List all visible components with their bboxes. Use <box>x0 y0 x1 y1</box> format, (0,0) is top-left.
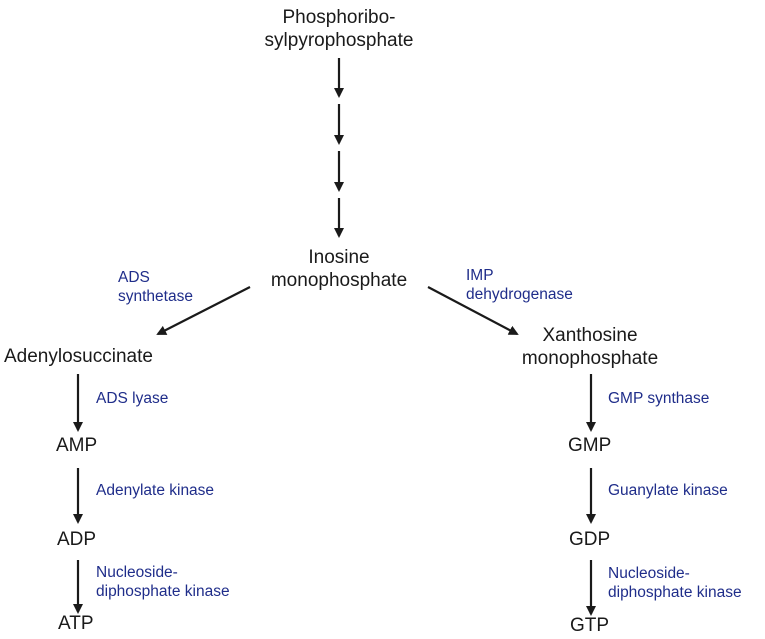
node-prpp-line-2: sylpyrophosphate <box>264 30 414 51</box>
enzyme-imp-dehydrogenase: IMP dehydrogenase <box>466 266 573 304</box>
enzyme-ndk-left-line-1: Nucleoside- <box>96 564 178 581</box>
enzyme-ndk-right-line-2: diphosphate kinase <box>608 584 742 601</box>
node-xmp-line-2: monophosphate <box>521 348 659 369</box>
node-amp: AMP <box>56 435 98 456</box>
imp-to-adenylosuccinate-arrow <box>156 286 251 335</box>
node-prpp-line-1: Phosphoribo- <box>282 7 396 28</box>
node-gtp: GTP <box>570 615 610 636</box>
enzyme-ads-synthetase-line-1: ADS <box>118 269 150 286</box>
node-prpp: Phosphoribo- sylpyrophosphate <box>249 6 429 52</box>
node-imp-line-1: Inosine <box>308 247 370 268</box>
enzyme-ads-lyase: ADS lyase <box>96 390 169 407</box>
node-xmp-line-1: Xanthosine <box>542 325 638 346</box>
enzyme-ads-synthetase-line-2: synthetase <box>118 288 193 305</box>
node-adp: ADP <box>57 529 97 550</box>
node-xmp: Xanthosine monophosphate <box>500 324 680 370</box>
enzyme-ndk-left-line-2: diphosphate kinase <box>96 583 230 600</box>
enzyme-imp-dehydrogenase-line-2: dehydrogenase <box>466 286 573 303</box>
enzyme-ads-synthetase: ADS synthetase <box>118 268 193 306</box>
node-adenylosuccinate: Adenylosuccinate <box>4 346 153 367</box>
node-atp: ATP <box>58 613 94 634</box>
imp-to-xmp-arrow <box>427 286 519 335</box>
enzyme-imp-dehydrogenase-line-1: IMP <box>466 267 494 284</box>
node-gmp: GMP <box>568 435 612 456</box>
enzyme-ndk-left: Nucleoside- diphosphate kinase <box>96 563 230 601</box>
enzyme-guanylate-kinase: Guanylate kinase <box>608 482 728 499</box>
enzyme-adenylate-kinase: Adenylate kinase <box>96 482 215 499</box>
enzyme-gmp-synthase: GMP synthase <box>608 390 710 407</box>
enzyme-ndk-right: Nucleoside- diphosphate kinase <box>608 564 742 602</box>
node-imp-line-2: monophosphate <box>270 270 408 291</box>
node-imp: Inosine monophosphate <box>249 246 429 292</box>
enzyme-ndk-right-line-1: Nucleoside- <box>608 565 690 582</box>
node-gdp: GDP <box>569 529 611 550</box>
